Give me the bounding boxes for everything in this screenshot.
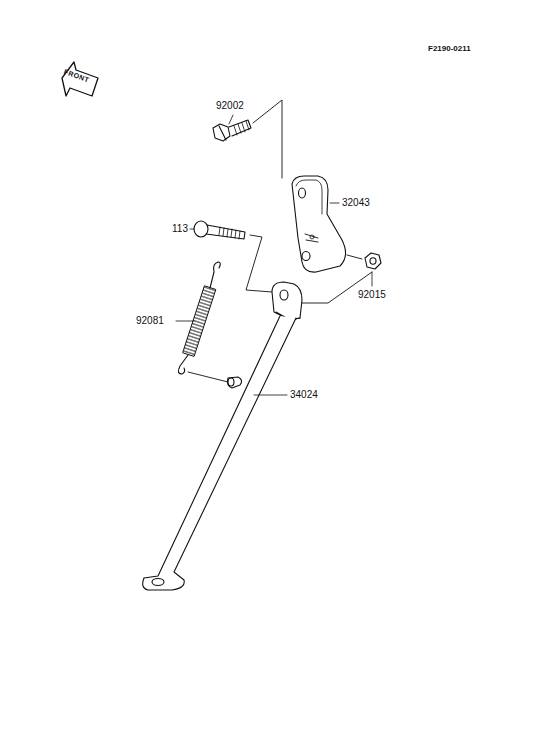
drawing-code: F2190-0211 <box>428 43 471 55</box>
callout-number: 113 <box>172 223 188 235</box>
callout-number: 32043 <box>342 197 370 209</box>
callout-number: 34024 <box>290 389 318 401</box>
front-arrow <box>62 62 98 96</box>
nut <box>365 253 381 269</box>
bracket <box>292 176 346 272</box>
spring <box>178 262 220 374</box>
callout-number: 92015 <box>358 289 386 301</box>
callout-number: 92081 <box>136 315 164 327</box>
bolt <box>213 120 251 141</box>
side-stand <box>143 282 302 590</box>
callout-number: 92002 <box>216 100 244 112</box>
bolt <box>194 221 245 239</box>
